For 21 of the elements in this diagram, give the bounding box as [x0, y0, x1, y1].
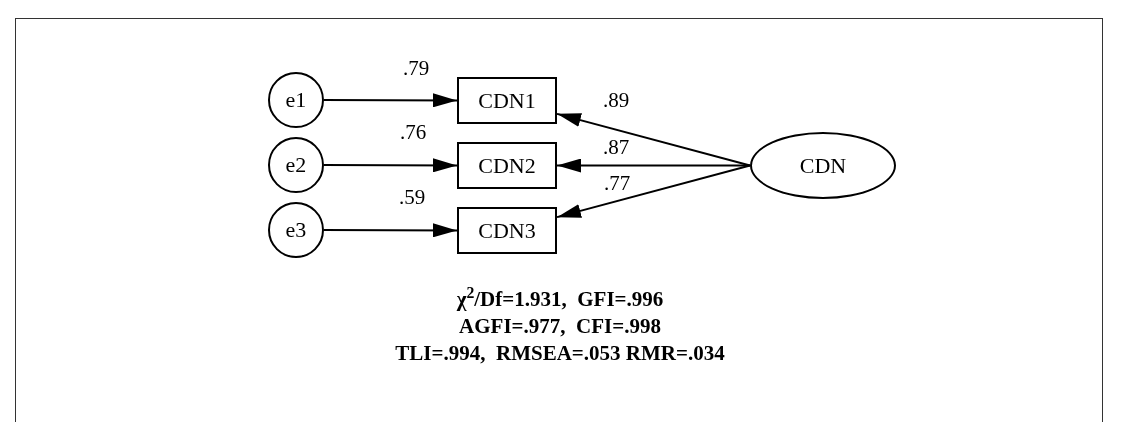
arrow [323, 158, 458, 173]
observed-variable-box [457, 142, 557, 189]
fit-index-text: TLI=.994, RMSEA=.053 RMR=.034 [395, 340, 725, 367]
fit-index-text: χ$^{2}$/Df=1.931, GFI=.996 [456, 286, 664, 313]
error-circle [268, 202, 324, 258]
error-circle [268, 137, 324, 193]
node-label: e3 [285, 219, 307, 241]
arrow [556, 112, 751, 167]
fit-index-text: AGFI=.977, CFI=.998 [459, 313, 661, 340]
error-circle [268, 72, 324, 128]
node-label: CDN [799, 154, 847, 177]
arrow [323, 223, 458, 238]
node-label: CDN3 [478, 219, 536, 242]
node-label: CDN1 [478, 89, 536, 112]
observed-variable-box [457, 77, 557, 124]
node-label: e2 [285, 154, 307, 176]
arrow [556, 164, 751, 219]
node-label: e1 [285, 89, 307, 111]
arrow [323, 93, 458, 108]
node-label: CDN2 [478, 154, 536, 177]
observed-variable-box [457, 207, 557, 254]
